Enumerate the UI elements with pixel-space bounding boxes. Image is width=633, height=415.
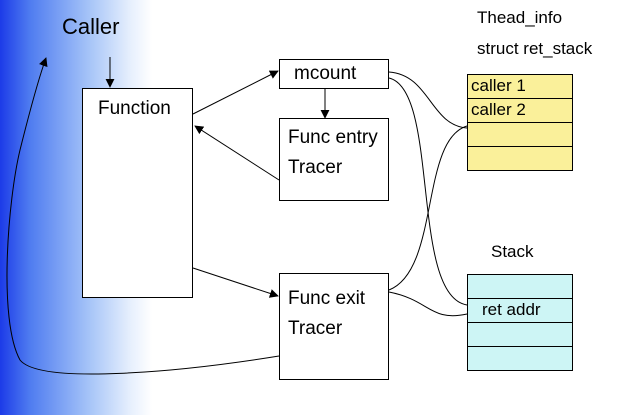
function-box: Function — [82, 88, 193, 298]
thread-info-subtitle: struct ret_stack — [477, 39, 593, 58]
arrow-entry-tracer-to-function — [194, 125, 280, 181]
tracer-label: Tracer — [288, 157, 343, 178]
ret-stack-cell — [467, 146, 573, 171]
arrow-function-to-mcount — [192, 70, 279, 115]
ret-stack-cell — [467, 122, 573, 147]
curve-mcount-to-stack — [388, 77, 468, 306]
curve-exit-tracer-to-thread-info — [388, 125, 468, 291]
ret-stack-cell: caller 1 — [467, 74, 573, 99]
stack-table: ret addr — [467, 274, 573, 371]
curve-mcount-to-thread-info — [388, 71, 468, 129]
func-entry-tracer-box: Func entry Tracer — [279, 118, 389, 201]
func-entry-label: Func entry — [288, 127, 378, 148]
caller-label: Caller — [62, 14, 120, 39]
ret-stack-table: caller 1 caller 2 — [467, 74, 573, 171]
mcount-label: mcount — [294, 63, 357, 84]
arrow-exit-tracer-to-caller — [6, 57, 280, 375]
func-exit-tracer-box: Func exit Tracer — [279, 273, 389, 380]
function-label: Function — [98, 98, 171, 119]
stack-cell — [467, 274, 573, 299]
stack-cell — [467, 346, 573, 371]
arrow-function-to-exit-tracer — [192, 267, 279, 298]
stack-title: Stack — [491, 242, 534, 261]
mcount-box: mcount — [279, 59, 389, 89]
tracer-label: Tracer — [288, 318, 343, 339]
stack-cell: ret addr — [467, 298, 573, 323]
curve-exit-tracer-to-stack — [388, 291, 468, 317]
func-exit-label: Func exit — [288, 288, 366, 309]
stack-cell — [467, 322, 573, 347]
thread-info-title: Thead_info — [477, 8, 563, 27]
ret-stack-cell: caller 2 — [467, 98, 573, 123]
